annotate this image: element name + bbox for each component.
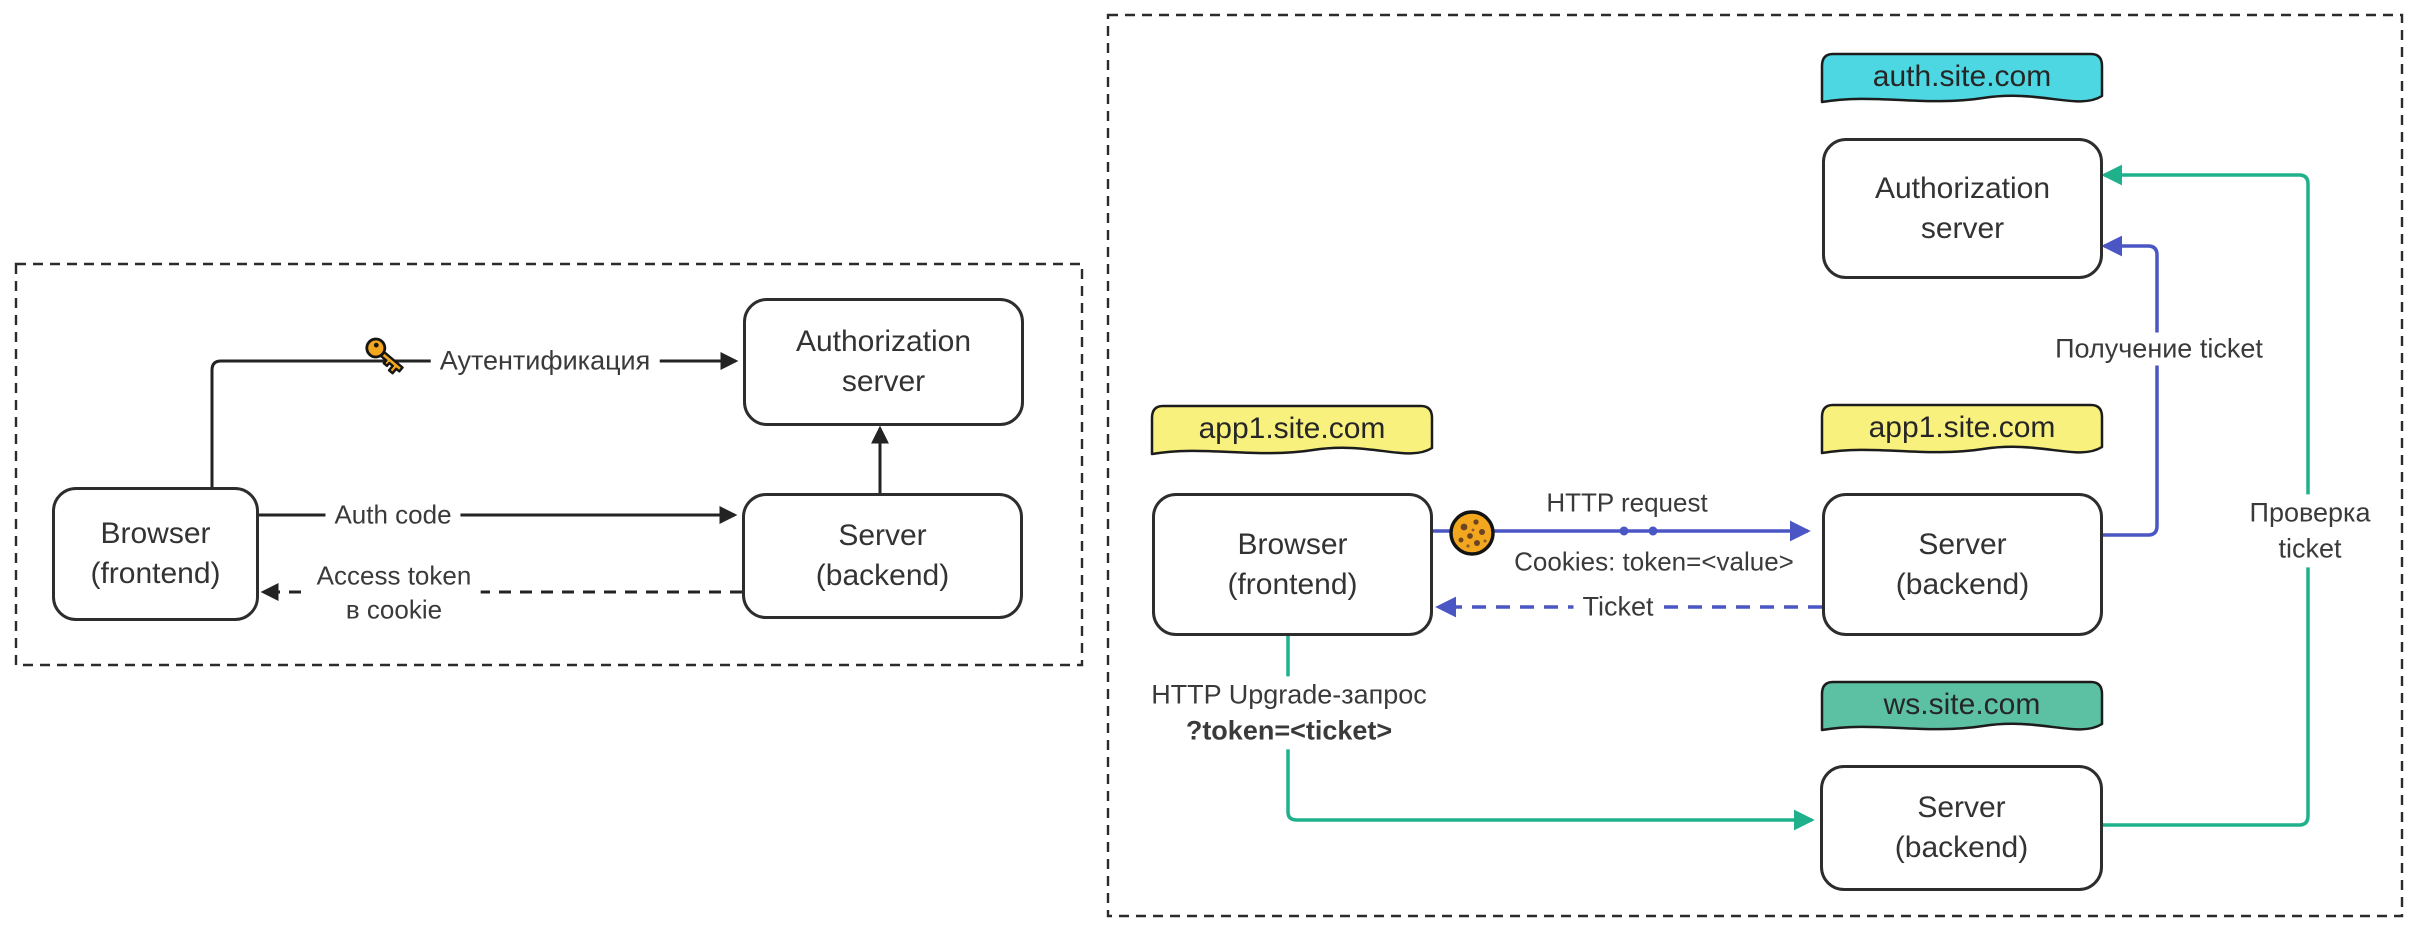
upgrade-request-label: HTTP Upgrade-запрос ?token=<ticket> — [1142, 676, 1436, 750]
flag-auth-shape — [1820, 52, 2104, 104]
left-server-label-line1: Server — [838, 519, 927, 553]
auth-code-label: Auth code — [325, 498, 461, 532]
get-ticket-label: Получение ticket — [2046, 332, 2272, 366]
check-ticket-label-line2: ticket — [2278, 533, 2342, 563]
edge-appserver-to-authserver-getticket — [2097, 235, 2159, 537]
left-server-label-line2: (backend) — [815, 559, 950, 592]
upgrade-request-label-line2: ?token=<ticket> — [1185, 715, 1393, 745]
left-panel-frame — [14, 262, 1084, 667]
authentication-label: Аутентификация — [430, 344, 660, 378]
right-app-server-label-line2: (backend) — [1895, 567, 2030, 601]
right-app-server-node: Server (backend) — [1822, 493, 2103, 636]
check-ticket-label-line1: Проверка — [2249, 497, 2371, 528]
left-browser-label-line1: Browser — [100, 517, 211, 551]
right-panel-frame — [1106, 13, 2404, 918]
upgrade-request-label-line1: HTTP Upgrade-запрос — [1151, 679, 1427, 710]
right-ws-server-node: Server (backend) — [1820, 765, 2103, 891]
cookies-label: Cookies: token=<value> — [1514, 546, 1794, 577]
flag-ws-label: ws.site.com — [1883, 688, 2041, 721]
flag-app1-server-label: app1.site.com — [1868, 411, 2056, 444]
left-browser-label-line2: (frontend) — [90, 557, 221, 590]
right-auth-server-label-line1: Authorization — [1874, 171, 2051, 205]
right-auth-server-node: Authorization server — [1822, 138, 2103, 279]
key-icon — [365, 337, 404, 375]
check-ticket-label: Проверка ticket — [2240, 494, 2380, 568]
left-auth-server-node: Authorization server — [743, 298, 1024, 426]
right-app-server-label-line1: Server — [1918, 527, 2007, 561]
right-browser-label-line1: Browser — [1237, 527, 1348, 561]
httprequest-dot-2 — [1648, 526, 1658, 536]
access-token-label-line2: в cookie — [345, 595, 443, 625]
access-token-label: Access token в cookie — [307, 557, 481, 629]
cookie-icon — [1449, 510, 1495, 556]
http-request-label: HTTP request — [1546, 487, 1708, 518]
access-token-label-line1: Access token — [316, 560, 472, 591]
left-browser-node: Browser (frontend) — [52, 487, 259, 621]
right-browser-label-line2: (frontend) — [1227, 567, 1358, 601]
flag-app1-server-shape — [1820, 403, 2104, 455]
left-auth-server-label-line1: Authorization — [795, 325, 972, 359]
httprequest-dot-1 — [1619, 526, 1629, 536]
left-auth-server-label-line2: server — [841, 365, 926, 398]
right-ws-server-label-line1: Server — [1917, 791, 2006, 825]
right-browser-node: Browser (frontend) — [1152, 493, 1433, 636]
left-server-node: Server (backend) — [742, 493, 1023, 619]
edge-browser-to-authserver-authentication — [210, 352, 739, 487]
right-ws-server-label-line2: (backend) — [1894, 831, 2029, 864]
flag-app1-browser-label: app1.site.com — [1198, 412, 1386, 445]
ticket-label: Ticket — [1573, 590, 1663, 624]
right-auth-server-label-line2: server — [1920, 211, 2005, 245]
edge-browser-to-wsserver-upgrade — [1286, 630, 1815, 831]
flag-app1-browser-shape — [1150, 404, 1434, 456]
flag-auth-label: auth.site.com — [1872, 60, 2052, 93]
flag-ws-shape — [1820, 680, 2104, 732]
